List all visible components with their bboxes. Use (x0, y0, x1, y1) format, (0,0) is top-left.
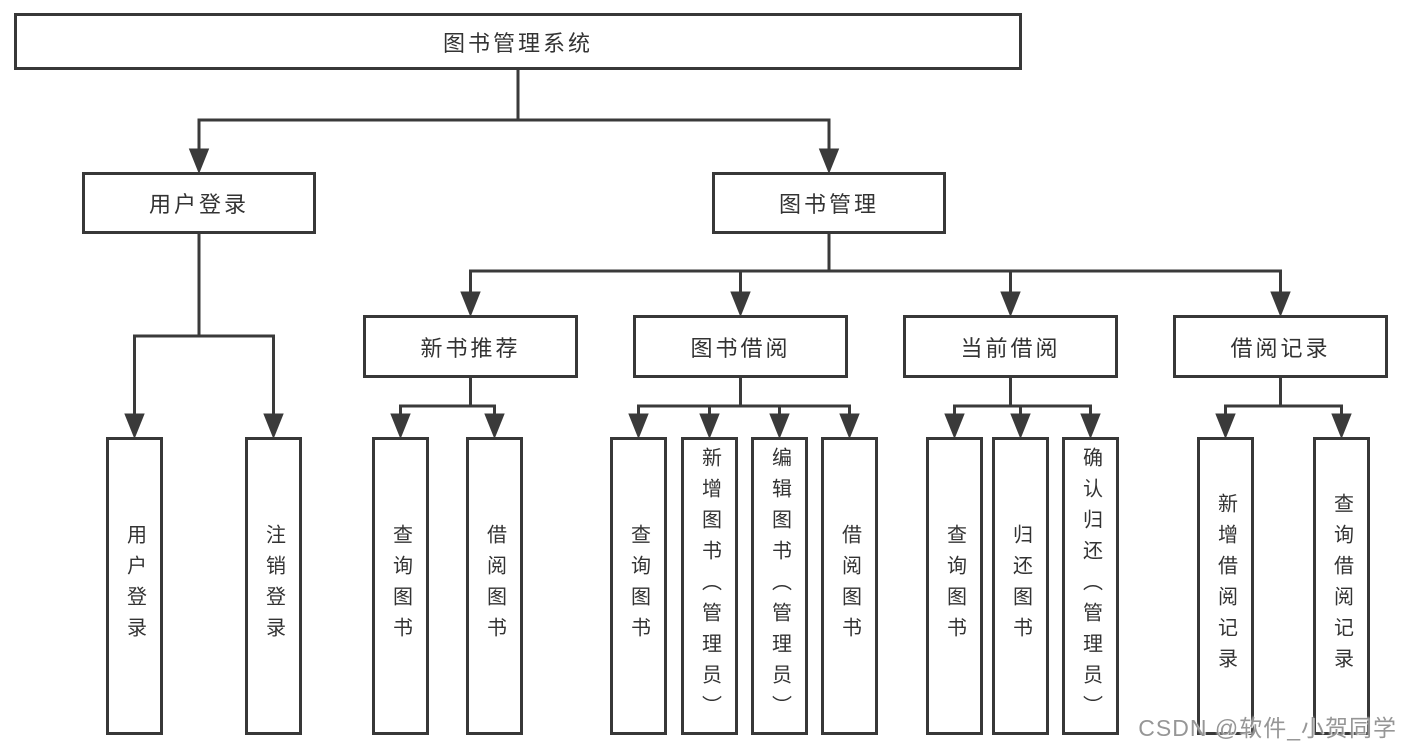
leaf-query-books-current: 查询图书 (926, 437, 983, 735)
connector-book-management-branch (460, 232, 1291, 318)
arrowhead (390, 413, 411, 440)
leaf-label: 编辑图书（管理员） (768, 446, 791, 726)
leaf-label: 借阅图书 (838, 524, 861, 648)
arrowhead (818, 148, 840, 175)
leaf-user-login: 用户登录 (106, 437, 163, 735)
arrowhead (1331, 413, 1352, 440)
node-borrow-record: 借阅记录 (1173, 315, 1388, 378)
connector-new-book-branch (390, 376, 505, 440)
leaf-borrow-books-recommend: 借阅图书 (466, 437, 523, 735)
arrowhead (1010, 413, 1031, 440)
arrowhead (188, 148, 210, 175)
node-label: 图书管理 (778, 192, 879, 217)
leaf-label: 新增借阅记录 (1214, 493, 1237, 679)
leaf-label: 借阅图书 (483, 524, 506, 648)
arrowhead (769, 413, 790, 440)
connector-current-borrow-branch (944, 376, 1101, 440)
leaf-label: 归还图书 (1009, 524, 1032, 648)
arrowhead (484, 413, 505, 440)
arrowhead (699, 413, 720, 440)
node-current-borrow: 当前借阅 (903, 315, 1118, 378)
connector-borrow-record-branch (1215, 376, 1352, 440)
connector-user-login-branch (124, 232, 284, 440)
node-label: 图书管理系统 (442, 30, 593, 56)
node-library-management-system: 图书管理系统 (14, 13, 1022, 70)
leaf-label: 查询图书 (389, 524, 412, 648)
arrowhead (263, 413, 284, 440)
leaf-label: 确认归还（管理员） (1079, 446, 1102, 726)
node-label: 图书借阅 (690, 335, 791, 361)
node-user-login: 用户登录 (82, 172, 316, 234)
arrowhead (1080, 413, 1101, 440)
arrowhead (124, 413, 145, 440)
leaf-add-borrow-record: 新增借阅记录 (1197, 437, 1254, 735)
node-book-management: 图书管理 (712, 172, 946, 234)
node-book-borrow: 图书借阅 (633, 315, 848, 378)
connector-root-to-level2 (188, 69, 840, 175)
node-new-book-recommend: 新书推荐 (363, 315, 578, 378)
leaf-query-borrow-record: 查询借阅记录 (1313, 437, 1370, 735)
arrowhead (1215, 413, 1236, 440)
arrowhead (944, 413, 965, 440)
leaf-query-books-borrow: 查询图书 (610, 437, 667, 735)
node-label: 用户登录 (148, 192, 249, 217)
leaf-label: 查询借阅记录 (1330, 493, 1353, 679)
arrowhead (1270, 291, 1291, 318)
arrowhead (839, 413, 860, 440)
leaf-edit-books-admin: 编辑图书（管理员） (751, 437, 808, 735)
arrowhead (628, 413, 649, 440)
csdn-watermark: CSDN @软件_小贺同学 (1138, 715, 1397, 741)
leaf-return-books: 归还图书 (992, 437, 1049, 735)
arrowhead (1000, 291, 1021, 318)
leaf-label: 查询图书 (627, 524, 650, 648)
node-label: 新书推荐 (420, 335, 521, 361)
node-label: 借阅记录 (1230, 335, 1331, 361)
leaf-query-books-recommend: 查询图书 (372, 437, 429, 735)
leaf-label: 查询图书 (943, 524, 966, 648)
leaf-borrow-books: 借阅图书 (821, 437, 878, 735)
leaf-label: 新增图书（管理员） (698, 446, 721, 726)
arrowhead (730, 291, 751, 318)
connector-book-borrow-branch (628, 376, 860, 440)
leaf-add-books-admin: 新增图书（管理员） (681, 437, 738, 735)
arrowhead (460, 291, 481, 318)
leaf-label: 注销登录 (262, 524, 285, 648)
leaf-label: 用户登录 (123, 524, 146, 648)
leaf-logout: 注销登录 (245, 437, 302, 735)
leaf-confirm-return-admin: 确认归还（管理员） (1062, 437, 1119, 735)
node-label: 当前借阅 (960, 335, 1061, 361)
